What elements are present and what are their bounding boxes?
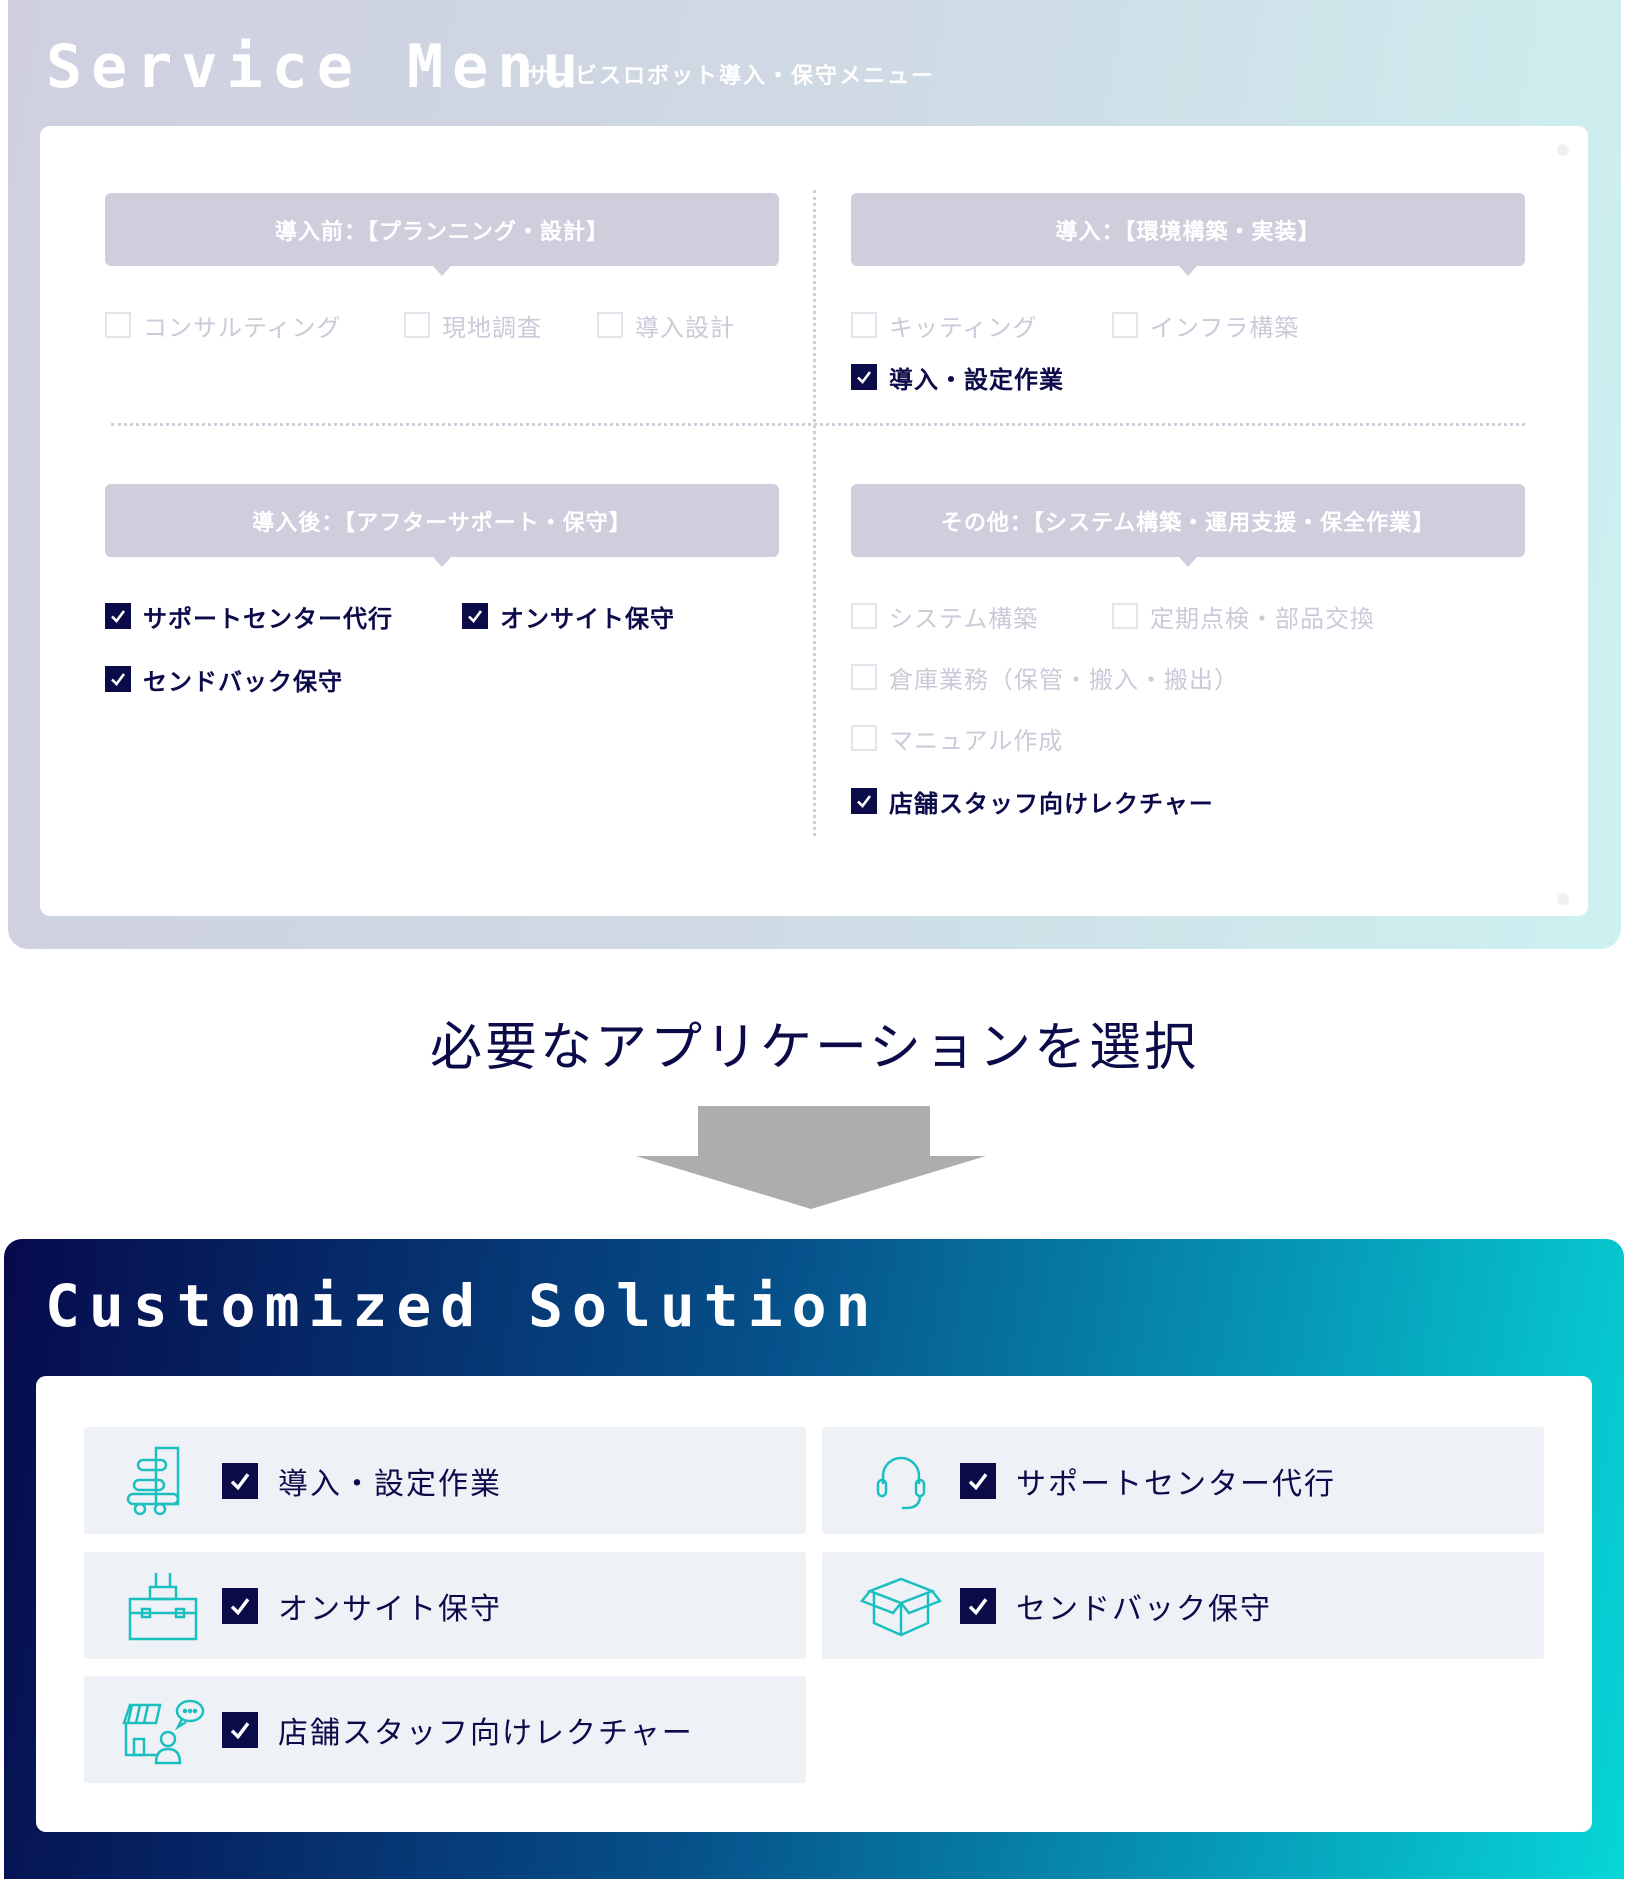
service-menu-title: Service Menu (46, 32, 588, 102)
customized-solution-title: Customized Solution (45, 1272, 880, 1340)
checkbox-checked[interactable] (960, 1587, 996, 1624)
menu-option[interactable]: システム構築 (851, 601, 1039, 633)
solution-label: オンサイト保守 (278, 1591, 502, 1627)
checkbox-checked[interactable] (105, 603, 131, 629)
solution-item: オンサイト保守 (84, 1552, 806, 1659)
solution-label: センドバック保守 (1016, 1591, 1272, 1627)
checkbox-unchecked[interactable] (851, 312, 877, 338)
divider-vertical (813, 190, 816, 836)
delivery-robot-icon (118, 1446, 208, 1516)
option-label: センドバック保守 (143, 667, 343, 696)
option-label: インフラ構築 (1150, 313, 1300, 342)
solution-item: センドバック保守 (822, 1552, 1544, 1659)
toolbox-icon (118, 1571, 208, 1641)
solution-item: サポートセンター代行 (822, 1427, 1544, 1534)
checkbox-unchecked[interactable] (851, 603, 877, 629)
option-label: マニュアル作成 (889, 726, 1064, 755)
option-label: 導入設計 (635, 313, 735, 342)
solution-item: 導入・設定作業 (84, 1427, 806, 1534)
option-label: 倉庫業務（保管・搬入・搬出） (889, 665, 1239, 694)
checkbox-unchecked[interactable] (851, 725, 877, 751)
option-label: 現地調査 (442, 313, 542, 342)
checkbox-unchecked[interactable] (1112, 603, 1138, 629)
option-label: サポートセンター代行 (143, 604, 393, 633)
checkbox-checked[interactable] (851, 364, 877, 390)
group-header: 導入前：【プランニング・設計】 (105, 193, 779, 276)
checkbox-checked[interactable] (222, 1711, 258, 1748)
divider-horizontal (111, 423, 1525, 426)
menu-option[interactable]: 導入設計 (597, 310, 735, 342)
option-label: 導入・設定作業 (889, 365, 1064, 394)
menu-option[interactable]: 定期点検・部品交換 (1112, 601, 1375, 633)
option-label: オンサイト保守 (500, 604, 675, 633)
menu-option[interactable]: コンサルティング (105, 310, 342, 342)
solution-item: 店舗スタッフ向けレクチャー (84, 1676, 806, 1783)
group-header: その他：【システム構築・運用支援・保全作業】 (851, 484, 1525, 567)
service-menu-subtitle: サービスロボット導入・保守メニュー (527, 64, 936, 89)
checkbox-checked[interactable] (105, 666, 131, 692)
down-arrow-icon (636, 1106, 986, 1209)
checkbox-checked[interactable] (462, 603, 488, 629)
menu-option[interactable]: インフラ構築 (1112, 310, 1300, 342)
checkbox-checked[interactable] (851, 788, 877, 814)
menu-option[interactable]: 店舗スタッフ向けレクチャー (851, 786, 1214, 818)
select-application-heading: 必要なアプリケーションを選択 (430, 1018, 1199, 1078)
store-staff-icon (118, 1695, 208, 1765)
checkbox-unchecked[interactable] (851, 664, 877, 690)
menu-option[interactable]: マニュアル作成 (851, 723, 1064, 755)
decor-dot (1557, 893, 1569, 905)
solution-label: 店舗スタッフ向けレクチャー (278, 1715, 694, 1751)
group-header: 導入後：【アフターサポート・保守】 (105, 484, 779, 567)
checkbox-unchecked[interactable] (1112, 312, 1138, 338)
menu-option[interactable]: センドバック保守 (105, 664, 343, 696)
option-label: コンサルティング (143, 313, 342, 342)
decor-dot (1557, 144, 1569, 156)
menu-option[interactable]: 現地調査 (404, 310, 542, 342)
option-label: システム構築 (889, 604, 1039, 633)
checkbox-unchecked[interactable] (597, 312, 623, 338)
solution-label: サポートセンター代行 (1016, 1466, 1336, 1502)
checkbox-checked[interactable] (222, 1587, 258, 1624)
headset-icon (856, 1446, 946, 1516)
option-label: キッティング (889, 313, 1038, 342)
menu-option[interactable]: オンサイト保守 (462, 601, 675, 633)
checkbox-unchecked[interactable] (404, 312, 430, 338)
box-icon (856, 1571, 946, 1641)
checkbox-unchecked[interactable] (105, 312, 131, 338)
menu-option[interactable]: サポートセンター代行 (105, 601, 393, 633)
checkbox-checked[interactable] (222, 1462, 258, 1499)
menu-option[interactable]: 導入・設定作業 (851, 362, 1064, 394)
menu-option[interactable]: 倉庫業務（保管・搬入・搬出） (851, 662, 1239, 694)
option-label: 店舗スタッフ向けレクチャー (889, 789, 1214, 818)
group-header: 導入：【環境構築・実装】 (851, 193, 1525, 276)
solution-label: 導入・設定作業 (278, 1466, 502, 1502)
option-label: 定期点検・部品交換 (1150, 604, 1375, 633)
checkbox-checked[interactable] (960, 1462, 996, 1499)
menu-option[interactable]: キッティング (851, 310, 1038, 342)
